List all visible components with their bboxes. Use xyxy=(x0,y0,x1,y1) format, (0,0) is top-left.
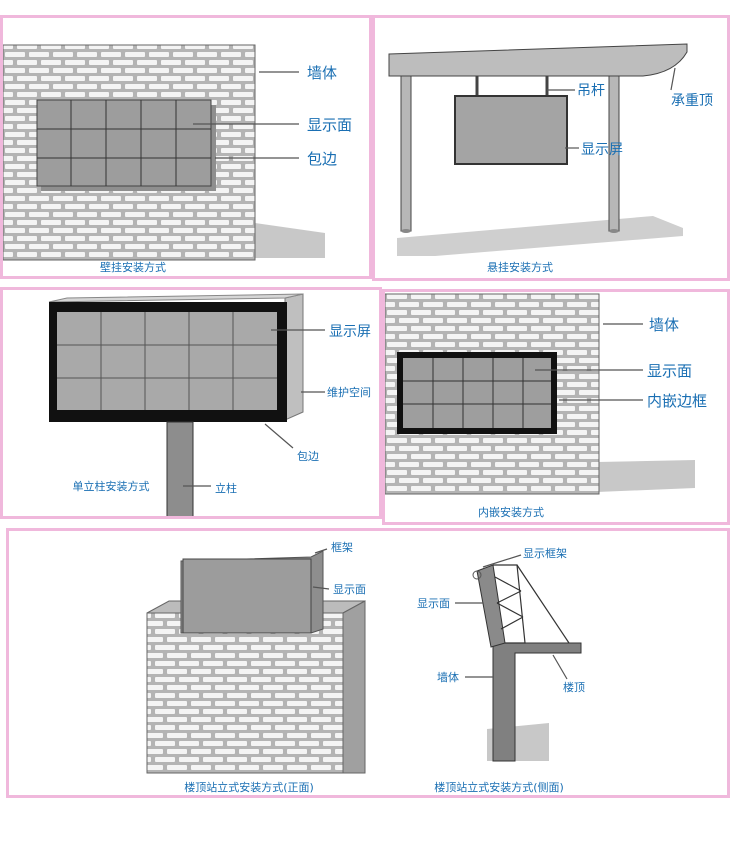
caption-wall-mount: 壁挂安装方式 xyxy=(100,260,166,274)
ground-shadow xyxy=(597,460,695,492)
label-display-surface: 显示面 xyxy=(307,116,352,134)
display-frame-truss xyxy=(493,564,570,644)
label-wall: 墙体 xyxy=(649,316,679,334)
label-hanging-rod: 吊杆 xyxy=(577,83,605,99)
display-panel xyxy=(57,312,277,410)
single-column-diagram: 显示屏 维护空间 包边 立柱 单立柱安装方式 xyxy=(48,293,371,516)
wall-mount-diagram: 墙体 显示面 包边 壁挂安装方式 xyxy=(3,44,352,274)
label-display-surface-front: 显示面 xyxy=(333,583,366,596)
panel-rooftop: 框架 显示面 楼顶站立式安装方式(正面) 显示框架 显示面 墙体 楼顶 楼顶站立… xyxy=(6,528,730,798)
hanging-display xyxy=(454,95,568,165)
label-edging: 包边 xyxy=(297,450,319,463)
label-display-surface: 显示面 xyxy=(647,362,692,380)
ground-shadow xyxy=(255,223,325,258)
label-display-surface-side: 显示面 xyxy=(417,597,450,610)
caption-single-column: 单立柱安装方式 xyxy=(73,479,150,493)
panel-embedded: 墙体 显示面 内嵌边框 内嵌安装方式 xyxy=(382,289,730,525)
building-wall xyxy=(146,612,344,774)
rooftop-diagram: 框架 显示面 楼顶站立式安装方式(正面) 显示框架 显示面 墙体 楼顶 楼顶站立… xyxy=(146,541,585,794)
bearing-roof xyxy=(388,43,688,77)
caption-roof-side: 楼顶站立式安装方式(侧面) xyxy=(434,780,564,794)
left-pillar xyxy=(400,75,412,232)
label-roof: 楼顶 xyxy=(563,680,585,694)
label-embedded-frame: 内嵌边框 xyxy=(647,392,707,410)
display-front xyxy=(182,558,312,634)
panel-single-column: 显示屏 维护空间 包边 立柱 单立柱安装方式 xyxy=(0,287,382,519)
label-column: 立柱 xyxy=(215,481,237,495)
side-wall-roof xyxy=(492,642,582,762)
label-frame: 框架 xyxy=(331,541,353,554)
caption-embedded: 内嵌安装方式 xyxy=(478,505,544,519)
label-wall: 墙体 xyxy=(307,64,337,82)
label-display-screen: 显示屏 xyxy=(581,142,623,158)
panel-hanging: 吊杆 承重顶 显示屏 悬挂安装方式 xyxy=(372,15,730,281)
display-grid xyxy=(403,358,551,428)
embedded-diagram: 墙体 显示面 内嵌边框 内嵌安装方式 xyxy=(385,293,707,519)
panel-wall-mount: 墙体 显示面 包边 壁挂安装方式 xyxy=(0,15,372,279)
display-panel xyxy=(403,358,551,428)
support-column xyxy=(166,421,194,516)
caption-roof-front: 楼顶站立式安装方式(正面) xyxy=(184,780,314,794)
hanging-diagram: 吊杆 承重顶 显示屏 悬挂安装方式 xyxy=(388,43,713,274)
display-panel xyxy=(36,99,212,187)
label-bearing-top: 承重顶 xyxy=(671,93,713,109)
caption-hanging: 悬挂安装方式 xyxy=(487,260,553,274)
label-wall-side: 墙体 xyxy=(437,670,459,684)
display-grid xyxy=(37,100,211,186)
ground-shadow xyxy=(397,216,683,256)
display-grid xyxy=(57,312,277,410)
display-side xyxy=(476,564,506,648)
maintenance-space xyxy=(284,293,304,421)
label-maintenance-space: 维护空间 xyxy=(327,385,371,399)
label-display-screen: 显示屏 xyxy=(329,324,371,340)
label-edging: 包边 xyxy=(307,150,337,168)
label-display-frame: 显示框架 xyxy=(523,547,567,560)
